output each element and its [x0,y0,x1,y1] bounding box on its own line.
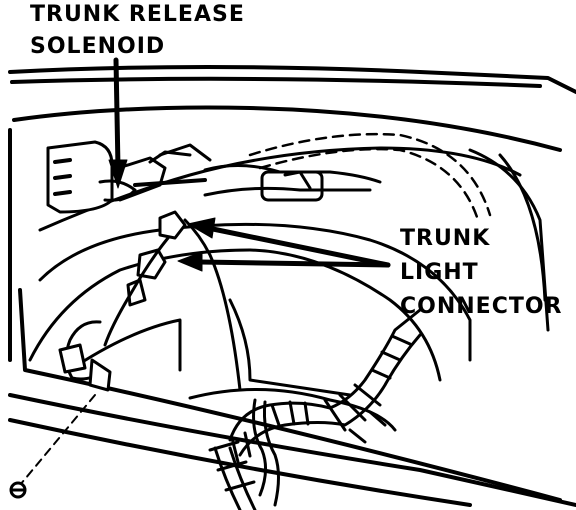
light-connector-arrow-lower [177,251,391,272]
latch-dashed-contour [248,132,492,222]
trunk-light-connector-label: TRUNK LIGHT CONNECTOR [400,228,563,330]
light-label-line2: LIGHT [400,260,479,285]
latch-mechanism [158,143,382,202]
solenoid-label-line2: SOLENOID [30,34,166,59]
mount-screw [9,481,27,499]
pointer-arrows [108,57,391,272]
solenoid-label-line1: TRUNK RELEASE [30,2,245,27]
light-connectors [58,210,242,392]
light-label-line1: TRUNK [400,226,491,251]
light-label-line3: CONNECTOR [400,294,563,319]
solenoid-arrow [108,57,128,189]
lower-harness [208,440,257,510]
light-connector-arrow-upper [187,217,391,268]
trunk-release-solenoid-label: TRUNK RELEASE SOLENOID [30,4,245,58]
wiring-harness [228,308,422,507]
lamp-mount-line [19,394,96,486]
solenoid-body [46,140,207,214]
